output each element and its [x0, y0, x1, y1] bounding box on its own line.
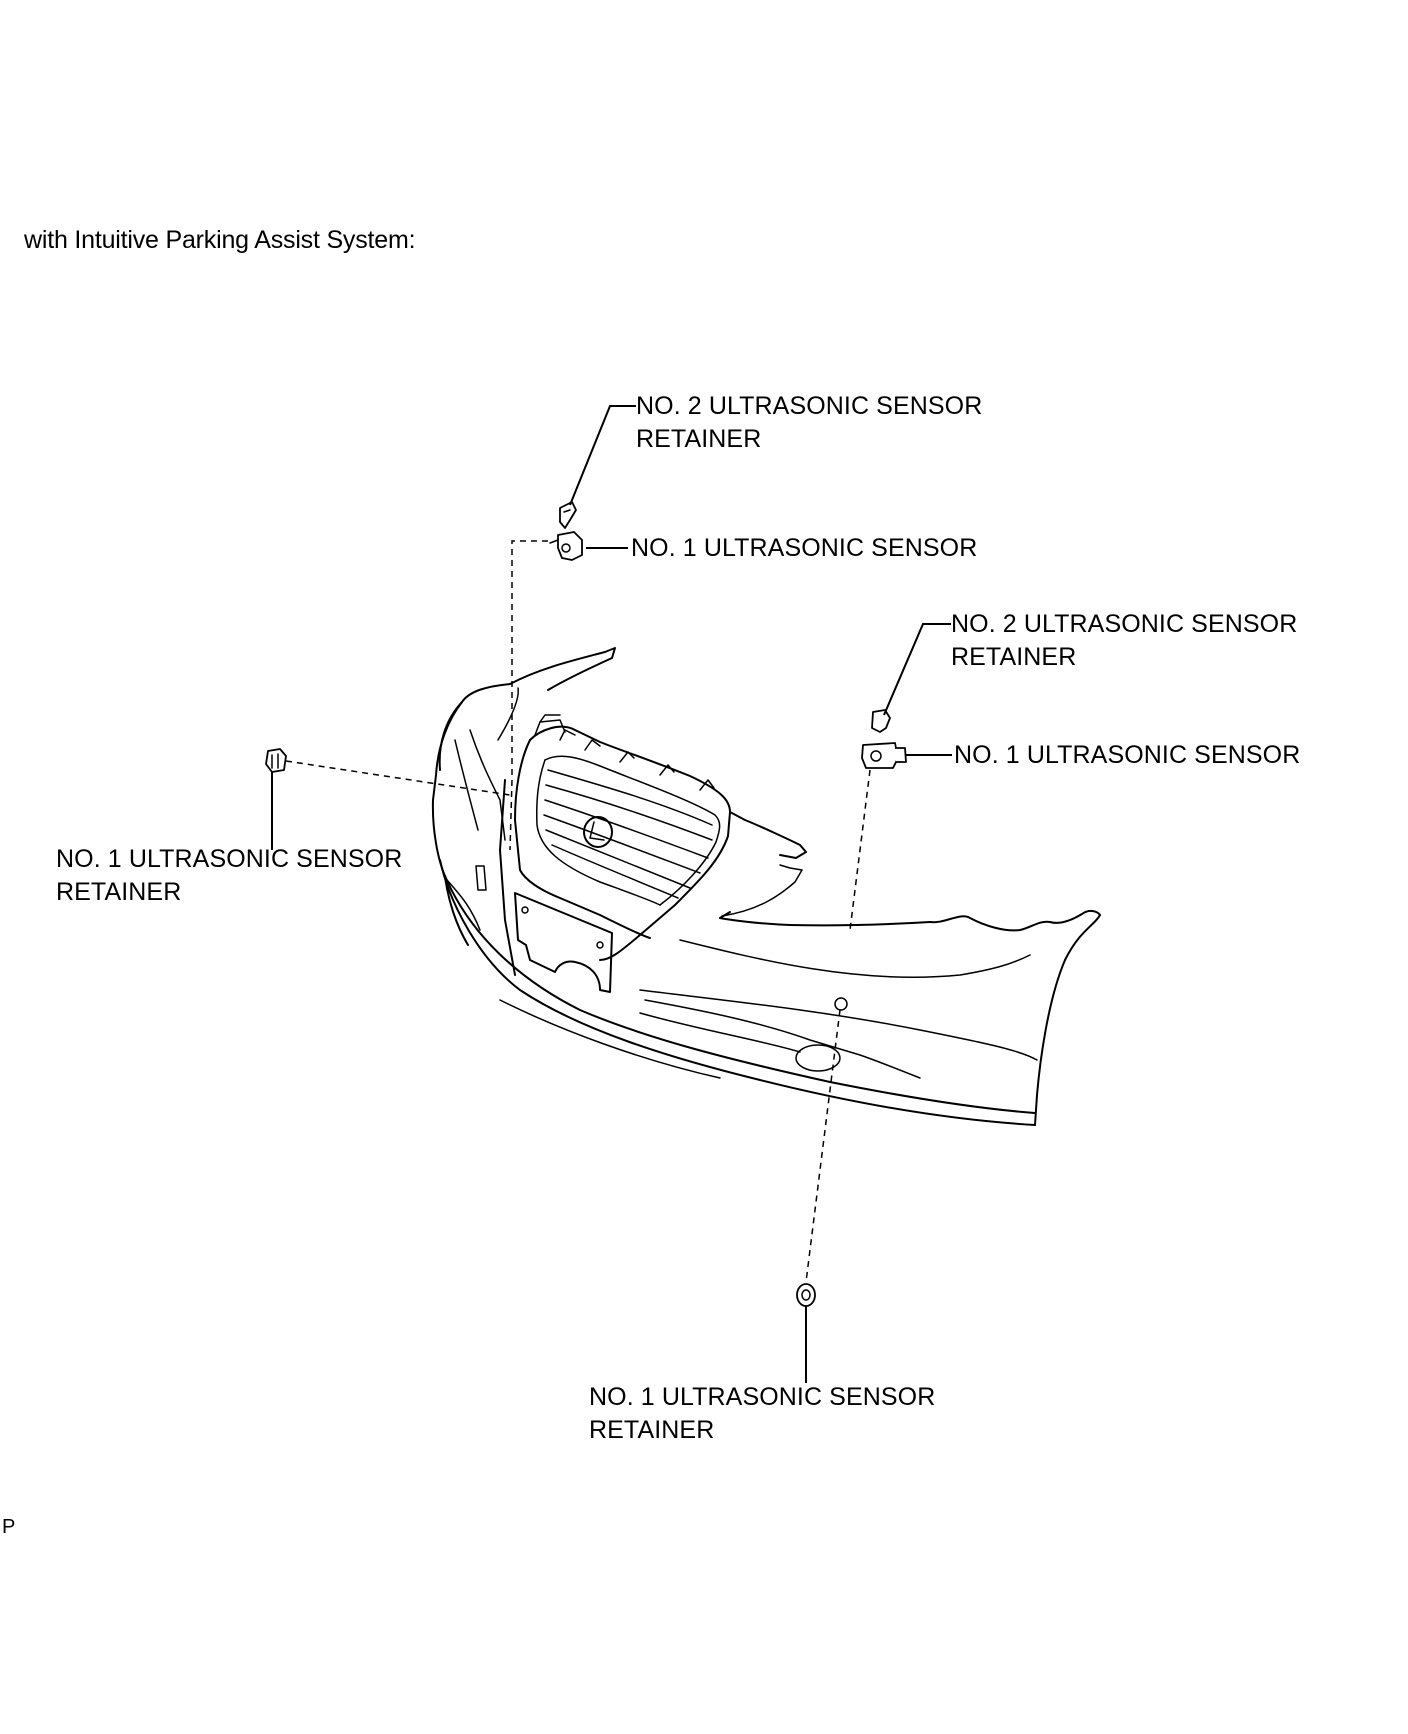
- callout-bottom-no1-retainer: NO. 1 ULTRASONIC SENSOR RETAINER: [589, 1381, 935, 1447]
- sensor-mounting-hole: [834, 997, 848, 1011]
- callout-line: NO. 1 ULTRASONIC SENSOR: [56, 845, 403, 873]
- front-bumper-cover: [431, 647, 1101, 1126]
- radiator-grille: [514, 714, 807, 961]
- callout-line: NO. 1 ULTRASONIC SENSOR: [954, 741, 1301, 769]
- callout-line: RETAINER: [56, 878, 182, 906]
- callout-line: RETAINER: [951, 643, 1077, 671]
- callout-line: RETAINER: [636, 425, 762, 453]
- right-no1-sensor-part: [861, 742, 907, 769]
- callout-center-no1-sensor: NO. 1 ULTRASONIC SENSOR: [631, 532, 977, 565]
- callout-line: NO. 2 ULTRASONIC SENSOR: [636, 392, 983, 420]
- callout-line: RETAINER: [589, 1416, 715, 1444]
- center-no1-sensor-part: [549, 531, 583, 561]
- callout-right-no2-retainer: NO. 2 ULTRASONIC SENSOR RETAINER: [951, 608, 1297, 674]
- callout-line: NO. 2 ULTRASONIC SENSOR: [951, 610, 1298, 638]
- right-no2-retainer-part: [871, 709, 891, 733]
- callout-center-no2-retainer: NO. 2 ULTRASONIC SENSOR RETAINER: [636, 390, 982, 456]
- diagram-caption: with Intuitive Parking Assist System:: [24, 226, 416, 254]
- license-plate-bracket: [514, 892, 613, 993]
- installation-guide-lines: [285, 540, 871, 1283]
- figure-code: P: [2, 1516, 16, 1538]
- callout-right-no1-sensor: NO. 1 ULTRASONIC SENSOR: [954, 739, 1300, 772]
- leader-lines: [271, 405, 952, 1383]
- left-no1-retainer-part: [265, 748, 287, 773]
- bottom-no1-retainer-part: [796, 1283, 816, 1307]
- center-no2-retainer-part: [559, 501, 577, 529]
- callout-line: NO. 1 ULTRASONIC SENSOR: [589, 1383, 936, 1411]
- callout-line: NO. 1 ULTRASONIC SENSOR: [631, 534, 978, 562]
- callout-left-no1-retainer: NO. 1 ULTRASONIC SENSOR RETAINER: [56, 843, 402, 909]
